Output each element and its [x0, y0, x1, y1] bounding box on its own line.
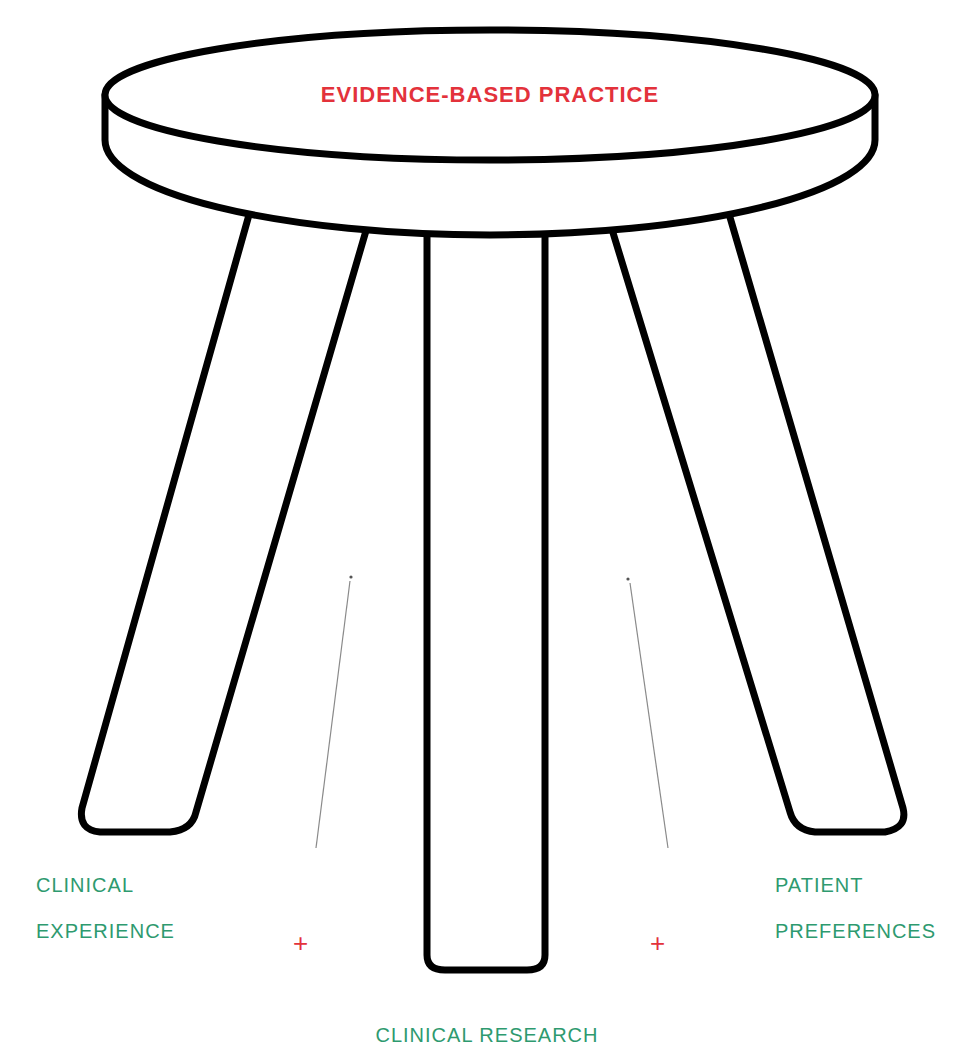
seat-title: EVIDENCE-BASED PRACTICE	[100, 82, 880, 108]
stool-seat: EVIDENCE-BASED PRACTICE	[100, 25, 880, 240]
leader-dot	[349, 575, 352, 578]
stool-leg	[603, 190, 904, 832]
plus-sign: +	[293, 928, 309, 958]
leader-line	[316, 581, 350, 848]
seat-outline	[100, 25, 880, 240]
plus-sign: +	[650, 928, 666, 958]
stool-leg	[81, 190, 375, 832]
pillar-label: PATIENT PREFERENCES	[775, 862, 936, 954]
leader-dot	[626, 577, 629, 580]
leader-line	[630, 583, 668, 848]
pillar-label: CLINICAL EXPERIENCE	[36, 862, 175, 954]
stool-leg	[427, 205, 545, 970]
pillar-label: CLINICAL RESEARCH	[376, 1012, 599, 1054]
